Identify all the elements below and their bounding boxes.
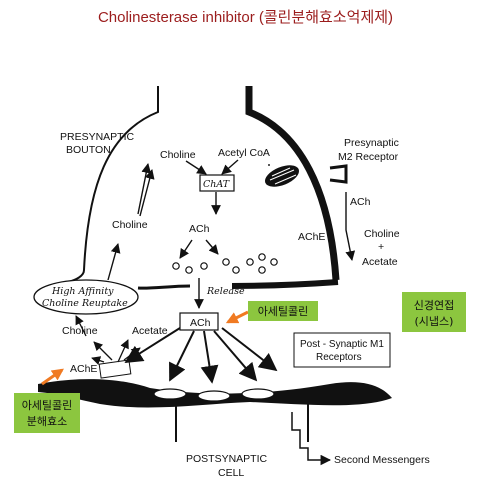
label-reuptake-1: High Affinity — [51, 286, 114, 297]
label-bouton: BOUTON — [66, 144, 111, 156]
release-arrows — [124, 327, 278, 384]
label-m2-receptor: M2 Receptor — [338, 151, 399, 163]
label-acetate-right: Acetate — [362, 256, 398, 268]
m2-receptor — [329, 164, 348, 184]
m1-receptors-box — [293, 332, 391, 368]
label-choline-cleft: Choline — [62, 325, 98, 337]
label-m1-1: Post - Synaptic M1 — [300, 339, 384, 350]
label-acetyl-coa: Acetyl CoA — [218, 147, 270, 159]
synapse-callout-box — [402, 292, 466, 332]
reuptake-ellipse — [33, 279, 139, 315]
label-release: Release — [206, 286, 245, 297]
vesicles — [172, 253, 278, 274]
label-ach-box: ACh — [190, 317, 211, 329]
label-m1-2: Receptors — [316, 352, 362, 363]
postsynaptic-receptors — [153, 388, 275, 402]
label-choline-left: Choline — [112, 219, 148, 231]
ache-enzyme-box — [98, 359, 132, 379]
callout-ache-text-1: 아세틸콜린 — [22, 399, 73, 412]
callout-pointers — [41, 310, 249, 386]
chat-box — [199, 174, 235, 192]
postsynaptic-membrane — [38, 379, 392, 442]
callout-synapse-text-1: 신경연접 — [414, 299, 454, 312]
ache-callout-box — [14, 393, 80, 433]
pathway-arrows — [107, 159, 356, 309]
label-presynaptic: PRESYNAPTIC — [60, 131, 135, 143]
cleft-arrows — [75, 315, 141, 365]
label-ache-cleft: AChE — [70, 363, 97, 375]
label-presyn-m2: Presynaptic — [344, 137, 399, 149]
label-choline-top: Choline — [160, 149, 196, 161]
label-acetate-cleft: Acetate — [132, 325, 168, 337]
label-ache-inner: AChE — [298, 231, 325, 243]
label-reuptake-2: Choline Reuptake — [42, 298, 128, 309]
callout-ache-text-2: 분해효소 — [27, 414, 67, 428]
label-ach-right: ACh — [350, 196, 371, 208]
label-choline-right: Choline — [364, 228, 400, 240]
label-postsynaptic: POSTSYNAPTIC — [186, 453, 268, 465]
label-plus: + — [378, 241, 384, 253]
page-title: Cholinesterase inhibitor (콜린분해효소억제제) — [97, 9, 394, 26]
ach-box — [179, 312, 219, 331]
label-second-messengers: Second Messengers — [334, 454, 430, 466]
callout-ach-text: 아세틸콜린 — [258, 305, 309, 318]
ach-callout-box — [248, 301, 318, 321]
callout-synapse-text-2: (시냅스) — [415, 315, 454, 328]
label-ach-top: ACh — [189, 223, 210, 235]
presynaptic-bouton — [67, 86, 340, 290]
label-chat: ChAT — [203, 179, 230, 190]
second-messenger-arrow — [291, 412, 332, 466]
label-cell: CELL — [218, 467, 244, 479]
mitochondrion-icon — [264, 165, 300, 187]
